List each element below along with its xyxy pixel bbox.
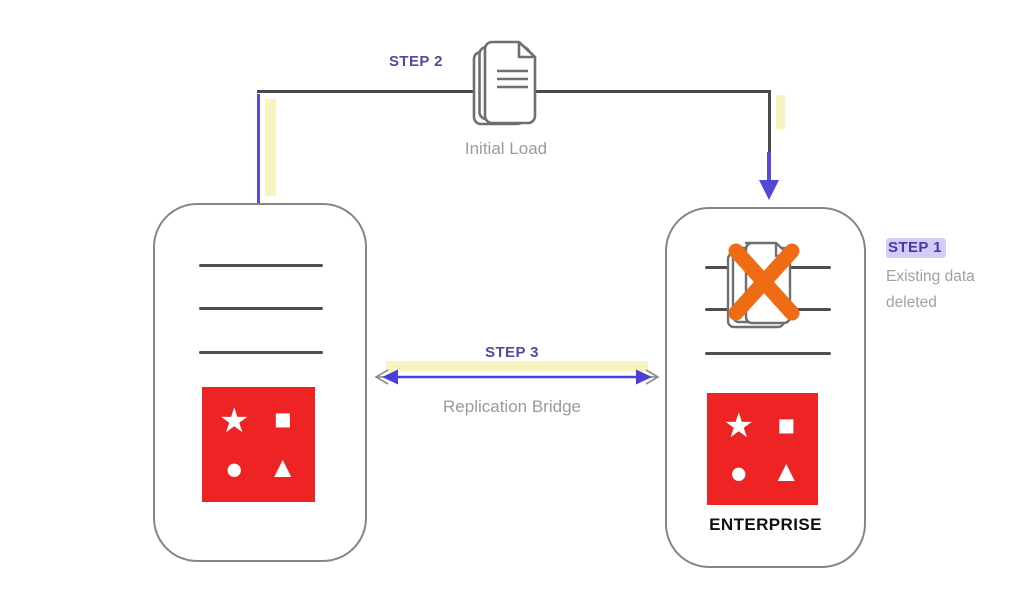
enterprise-badge: ENTERPRISE bbox=[709, 515, 822, 534]
step1-caption-line1: Existing data bbox=[886, 268, 975, 285]
triangle-icon: ▲ bbox=[268, 451, 298, 484]
target-server-shape: ★ ■ ● ▲ ENTERPRISE bbox=[665, 207, 866, 568]
replication-bridge-caption: Replication Bridge bbox=[443, 397, 581, 416]
step3-highlight bbox=[386, 361, 648, 372]
replication-double-arrow-icon bbox=[372, 366, 662, 388]
star-icon: ★ bbox=[219, 401, 250, 440]
target-logo: ★ ■ ● ▲ bbox=[707, 393, 818, 505]
circle-icon: ● bbox=[224, 450, 244, 486]
documents-icon bbox=[471, 40, 541, 128]
star-icon: ★ bbox=[723, 407, 754, 445]
down-arrowhead-icon bbox=[759, 180, 779, 200]
source-server-shape: ★ ■ ● ▲ bbox=[153, 203, 367, 562]
server-text-line bbox=[705, 352, 831, 355]
source-logo: ★ ■ ● ▲ bbox=[202, 387, 315, 502]
square-icon: ■ bbox=[273, 404, 292, 437]
flow-line-left-vertical bbox=[257, 94, 260, 204]
step1-caption-line2: deleted bbox=[886, 294, 937, 311]
square-icon: ■ bbox=[777, 409, 796, 442]
server-text-line bbox=[199, 307, 323, 310]
flow-line-right-vertical bbox=[768, 90, 771, 160]
step2-label: STEP 2 bbox=[389, 53, 443, 70]
initial-load-caption: Initial Load bbox=[464, 139, 548, 158]
flow-line-right-vertical-purple bbox=[767, 152, 771, 184]
step1-label-text: STEP 1 bbox=[886, 238, 946, 258]
deleted-documents-icon bbox=[720, 235, 806, 337]
step3-label: STEP 3 bbox=[485, 344, 539, 361]
step2-highlight-right bbox=[776, 95, 785, 129]
triangle-icon: ▲ bbox=[771, 455, 801, 488]
circle-icon: ● bbox=[729, 454, 749, 490]
step2-highlight-left bbox=[265, 99, 276, 196]
step1-label: STEP 1 bbox=[886, 238, 946, 258]
server-text-line bbox=[199, 351, 323, 354]
server-text-line bbox=[199, 264, 323, 267]
